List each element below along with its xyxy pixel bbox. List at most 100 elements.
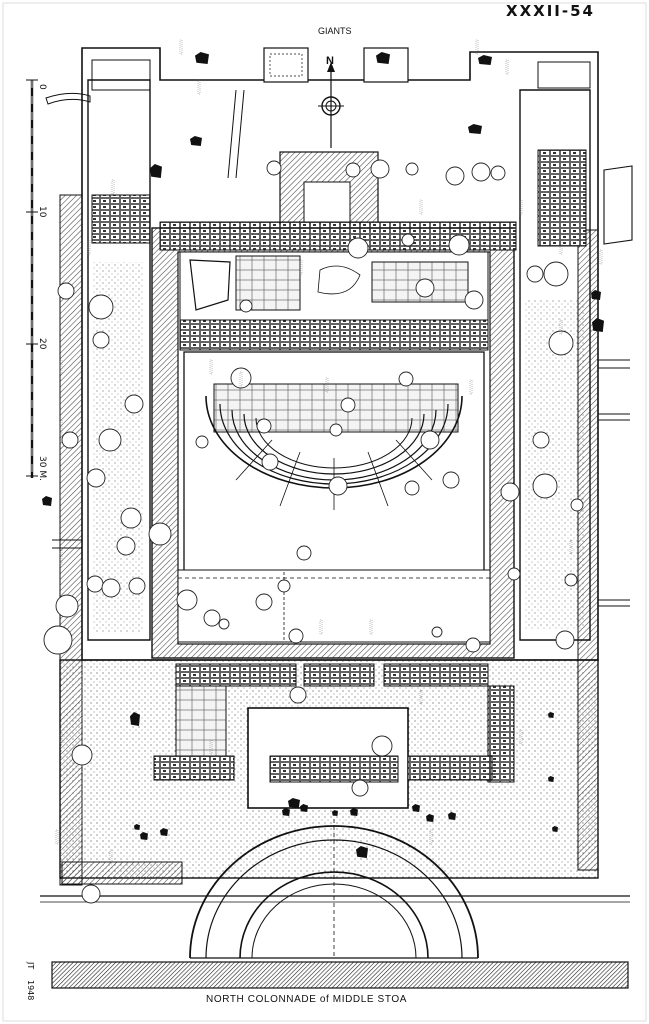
pit-circle [43, 625, 73, 655]
survey-mark [299, 259, 303, 275]
pit-circle [92, 331, 110, 349]
pit-circle [288, 628, 304, 644]
pit-circle [116, 536, 136, 556]
pit-circle [371, 735, 393, 757]
scale-tick-0: 0 [37, 84, 47, 90]
stone-block [288, 798, 300, 808]
pit-circle [81, 884, 101, 904]
survey-mark [87, 239, 91, 255]
survey-mark [369, 619, 373, 635]
north-arrow-label: N [326, 55, 334, 67]
exedra [189, 812, 479, 959]
survey-mark [429, 829, 433, 845]
central-court [151, 227, 515, 659]
pit-circle [277, 579, 291, 593]
survey-mark [419, 199, 423, 215]
stone-block [478, 55, 492, 65]
stone-block [42, 496, 52, 506]
pit-circle [445, 166, 465, 186]
survey-mark [59, 549, 63, 565]
survey-mark [319, 619, 323, 635]
pit-circle [124, 394, 144, 414]
pit-circle [55, 594, 79, 618]
pit-circle [266, 160, 282, 176]
survey-mark [209, 739, 213, 755]
drawing-year: 1948 [26, 980, 35, 1000]
pit-circle [401, 233, 415, 247]
pit-circle [448, 234, 470, 256]
scale-tick-10: 10 [37, 206, 47, 218]
pit-circle [345, 162, 361, 178]
stone-block [376, 52, 390, 64]
stone-block [548, 712, 554, 718]
scale-bar: 0 10 20 30 M. [26, 79, 47, 481]
pit-circle [203, 609, 221, 627]
pit-circle [86, 575, 104, 593]
north-arrow-icon: N [318, 55, 344, 148]
survey-mark [209, 359, 213, 375]
survey-mark [505, 59, 509, 75]
pit-circle [370, 159, 390, 179]
pit-circle [471, 162, 491, 182]
pit-circle [548, 330, 574, 356]
survey-mark [325, 377, 329, 393]
stone-block [332, 810, 338, 816]
stone-block [412, 804, 420, 812]
pit-circle [256, 418, 272, 434]
pit-circle [255, 593, 273, 611]
survey-mark [109, 849, 113, 865]
pit-circle [431, 626, 443, 638]
pit-circle [532, 431, 550, 449]
survey-mark [569, 539, 573, 555]
pit-circle [88, 294, 114, 320]
stone-block [468, 124, 482, 134]
stone-block [195, 52, 209, 64]
stone-block [150, 164, 162, 178]
pit-circle [289, 686, 307, 704]
stone-block [552, 826, 558, 832]
stone-block [282, 808, 290, 816]
pit-circle [404, 480, 420, 496]
pit-circle [296, 545, 312, 561]
author-initials: JT [26, 961, 35, 969]
stone-blocks [42, 52, 604, 858]
stone-block [548, 776, 554, 782]
pit-circle [261, 453, 279, 471]
survey-mark [419, 689, 423, 705]
pit-markers [43, 159, 584, 904]
pit-circle [564, 573, 578, 587]
survey-mark [519, 729, 523, 745]
survey-mark [179, 39, 183, 55]
survey-mark [59, 359, 63, 375]
survey-mark [111, 179, 115, 195]
survey-mark [59, 419, 63, 435]
stoa-colonnade-band [51, 961, 629, 989]
pit-circle [120, 507, 142, 529]
giants-label: GIANTS [318, 26, 352, 36]
pit-circle [71, 744, 93, 766]
survey-mark [475, 39, 479, 55]
survey-mark [577, 719, 581, 735]
pit-circle [347, 237, 369, 259]
south-block [59, 659, 599, 885]
stone-block [140, 832, 148, 840]
pit-circle [465, 637, 481, 653]
pit-circle [230, 367, 252, 389]
stone-block [592, 318, 604, 332]
pit-circle [420, 430, 440, 450]
pit-circle [398, 371, 414, 387]
survey-annotations [55, 39, 603, 865]
pit-circle [543, 261, 569, 287]
pit-circle [239, 299, 253, 313]
pit-circle [328, 476, 348, 496]
stone-block [350, 808, 358, 816]
survey-mark [59, 729, 63, 745]
pit-circle [101, 578, 121, 598]
pit-circle [329, 423, 343, 437]
pit-circle [526, 265, 544, 283]
stone-block [130, 712, 140, 726]
archive-number: XXXII-54 [506, 2, 595, 20]
stone-block [591, 290, 601, 300]
pit-circle [86, 468, 106, 488]
